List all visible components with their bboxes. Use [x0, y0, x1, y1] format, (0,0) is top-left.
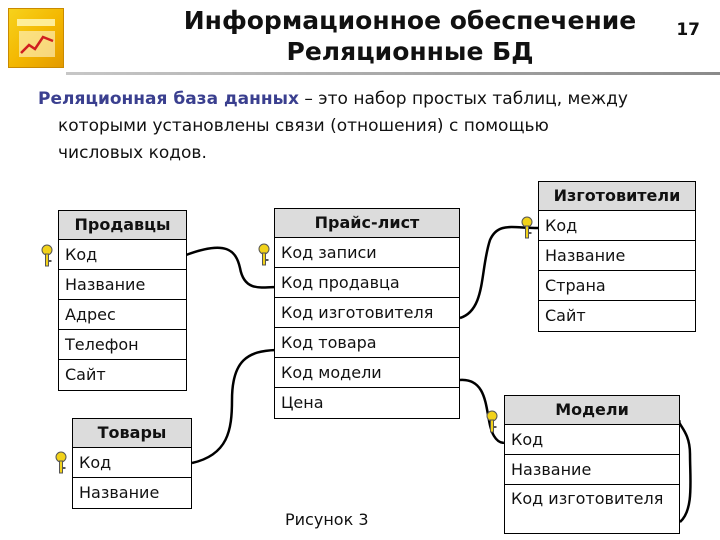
table-goods-title: Товары [73, 419, 191, 448]
field-row: Страна [539, 271, 695, 301]
field-row: Название [505, 455, 679, 485]
definition-part-3: числовых кодов. [58, 143, 207, 163]
field-row: Сайт [65, 365, 106, 384]
table-sellers-title: Продавцы [59, 211, 186, 240]
title-line-2: Реляционные БД [286, 37, 534, 66]
field-row: Название [539, 241, 695, 271]
field-row: Телефон [59, 330, 186, 360]
table-pricelist-title: Прайс-лист [275, 209, 459, 238]
definition-term: Реляционная база данных [38, 89, 299, 109]
key-icon [55, 451, 67, 474]
table-models: Модели Код Название Код изготовителя [504, 395, 680, 534]
field-row: Код продавца [275, 268, 459, 298]
link-makers-models [678, 419, 692, 523]
table-models-title: Модели [505, 396, 679, 425]
table-goods: Товары Код Название [72, 418, 192, 509]
page-title: Информационное обеспечение Реляционные Б… [150, 5, 670, 67]
definition-part-1: – это набор простых таблиц, между [299, 89, 628, 109]
definition-text: Реляционная база данных – это набор прос… [38, 86, 686, 167]
table-makers: Изготовители Код Название Страна Сайт [538, 181, 696, 332]
field-row: Код [73, 448, 191, 478]
field-row: Название [79, 483, 160, 502]
title-line-1: Информационное обеспечение [183, 6, 637, 35]
key-icon [521, 216, 533, 239]
key-icon [41, 244, 53, 267]
field-row: Код записи [275, 238, 459, 268]
field-row: Сайт [545, 306, 586, 325]
table-sellers: Продавцы Код Название Адрес Телефон Сайт [58, 210, 187, 391]
figure-caption: Рисунок 3 [285, 510, 369, 529]
logo-icon [8, 8, 64, 68]
table-pricelist: Прайс-лист Код записи Код продавца Код и… [274, 208, 460, 419]
header-divider [66, 72, 720, 75]
field-row: Код товара [275, 328, 459, 358]
link-goods-pricelist [191, 348, 277, 465]
key-icon [486, 410, 498, 433]
link-sellers-pricelist [185, 246, 277, 289]
link-pricelist-makers [459, 225, 539, 320]
page-number: 17 [676, 20, 700, 40]
field-row: Цена [281, 393, 324, 412]
field-row: Код [539, 211, 695, 241]
field-row: Название [59, 270, 186, 300]
field-row: Код модели [275, 358, 459, 388]
definition-part-2: которыми установлены связи (отношения) с… [58, 116, 549, 136]
field-row: Код [505, 425, 679, 455]
key-icon [258, 243, 270, 266]
field-row: Адрес [59, 300, 186, 330]
field-row: Код изготовителя [511, 489, 664, 508]
table-makers-title: Изготовители [539, 182, 695, 211]
field-row: Код изготовителя [275, 298, 459, 328]
field-row: Код [59, 240, 186, 270]
